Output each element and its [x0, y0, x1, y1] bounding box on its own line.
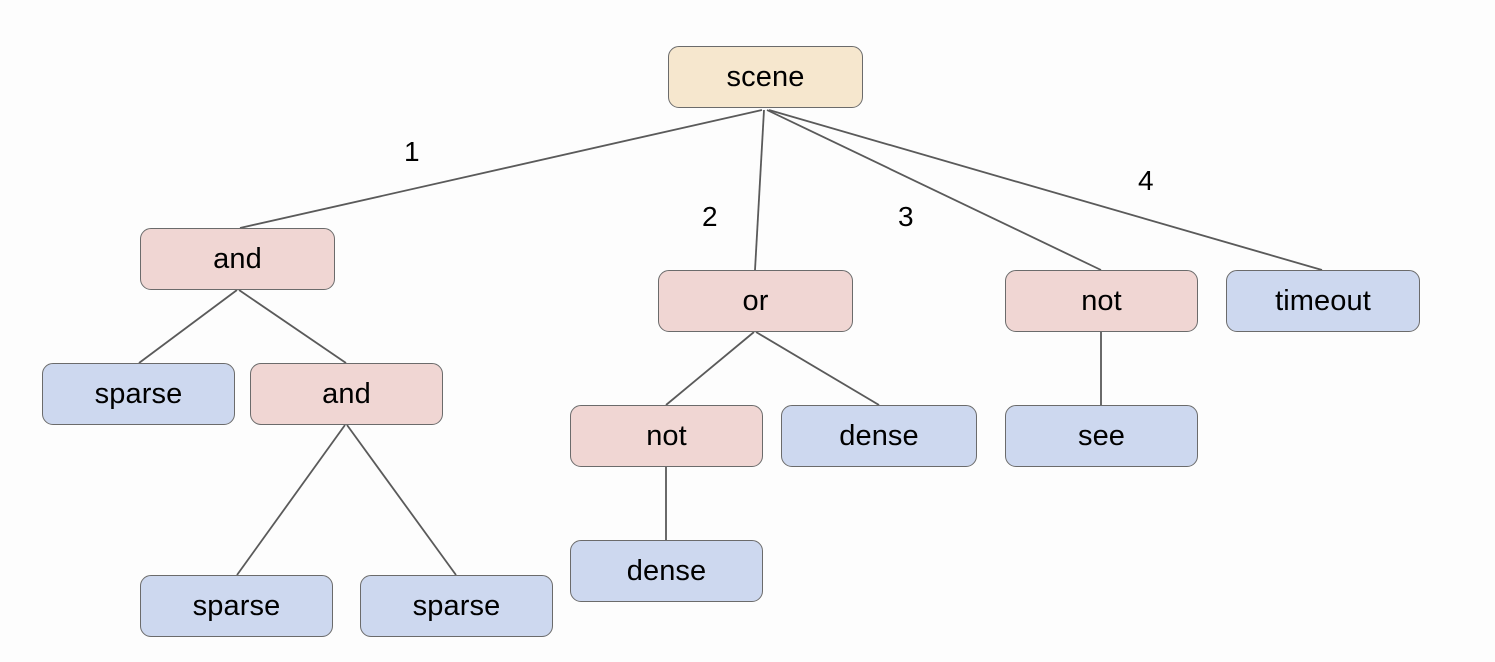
node-sparse3[interactable]: sparse: [360, 575, 553, 637]
node-not2[interactable]: not: [570, 405, 763, 467]
edge-scene-to-and1: [239, 109, 763, 229]
edge-label-2: 2: [702, 201, 718, 232]
node-and2[interactable]: and: [250, 363, 443, 425]
node-and1[interactable]: and: [140, 228, 335, 290]
edge-or1-to-dense1: [755, 331, 880, 406]
edge-and2-to-sparse3: [346, 424, 457, 576]
edge-or1-to-not2: [665, 331, 755, 406]
edge-scene-to-timeout1: [768, 109, 1323, 271]
node-sparse2[interactable]: sparse: [140, 575, 333, 637]
node-or1[interactable]: or: [658, 270, 853, 332]
node-not1[interactable]: not: [1005, 270, 1198, 332]
edge-scene-to-not1: [766, 109, 1102, 271]
node-dense2[interactable]: dense: [570, 540, 763, 602]
edge-and1-to-and2: [238, 289, 347, 364]
edge-and2-to-sparse2: [236, 424, 346, 576]
edge-label-4: 4: [1138, 165, 1154, 196]
node-scene[interactable]: scene: [668, 46, 863, 108]
node-sparse1[interactable]: sparse: [42, 363, 235, 425]
edge-and1-to-sparse1: [138, 289, 238, 364]
node-timeout1[interactable]: timeout: [1226, 270, 1420, 332]
edge-label-1: 1: [404, 136, 420, 167]
node-dense1[interactable]: dense: [781, 405, 977, 467]
edge-scene-to-or1: [754, 109, 765, 271]
node-see1[interactable]: see: [1005, 405, 1198, 467]
edge-label-3: 3: [898, 201, 914, 232]
